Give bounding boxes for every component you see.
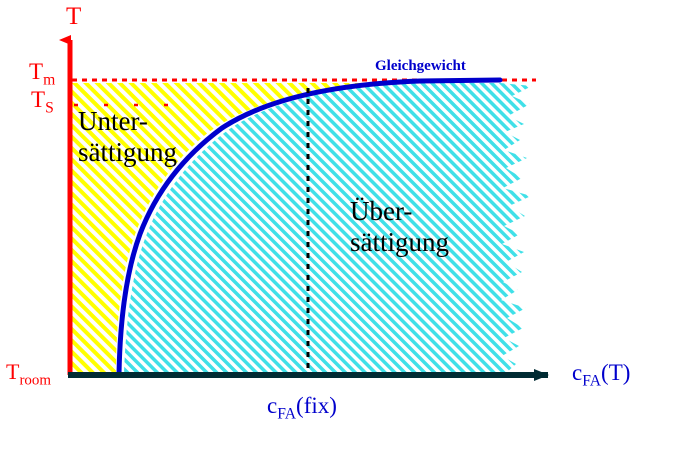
- cfa-fix-label-main: c: [267, 393, 278, 418]
- x-axis-label-tail: (T): [601, 360, 631, 385]
- x-axis-label-sub: FA: [582, 372, 602, 390]
- x-axis-label: cFA(T): [572, 361, 630, 389]
- troom-label: Troom: [6, 361, 51, 388]
- undersaturation-label-line1: Unter-: [78, 106, 148, 136]
- undersaturation-label-line2: sättigung: [78, 137, 177, 167]
- supersaturation-label-line2: sättigung: [350, 227, 449, 257]
- y-axis-label: T: [66, 4, 81, 29]
- supersaturation-label-line1: Über-: [350, 196, 413, 226]
- cfa-fix-label-sub: FA: [277, 405, 297, 423]
- tm-label: Tm: [29, 60, 55, 88]
- cfa-fix-label-tail: (fix): [296, 393, 337, 418]
- cfa-fix-label: cFA(fix): [267, 394, 337, 422]
- tm-label-main: T: [29, 59, 44, 84]
- troom-label-sub: room: [19, 372, 52, 389]
- ts-label-main: T: [31, 87, 46, 112]
- tm-label-sub: m: [43, 71, 56, 89]
- equilibrium-curve: [116, 77, 503, 377]
- supersaturation-label: Über- sättigung: [350, 198, 449, 256]
- undersaturation-region: [72, 83, 420, 373]
- supersaturation-region: [124, 83, 532, 373]
- ts-label: TS: [31, 88, 54, 116]
- troom-label-main: T: [6, 359, 20, 384]
- equilibrium-curve-label-text: Gleichgewicht: [375, 58, 466, 74]
- equilibrium-curve-label: Gleichgewicht: [375, 59, 466, 74]
- ts-label-sub: S: [45, 99, 54, 117]
- y-axis-label-text: T: [66, 3, 82, 30]
- x-axis-label-main: c: [572, 360, 583, 385]
- undersaturation-label: Unter- sättigung: [78, 108, 177, 166]
